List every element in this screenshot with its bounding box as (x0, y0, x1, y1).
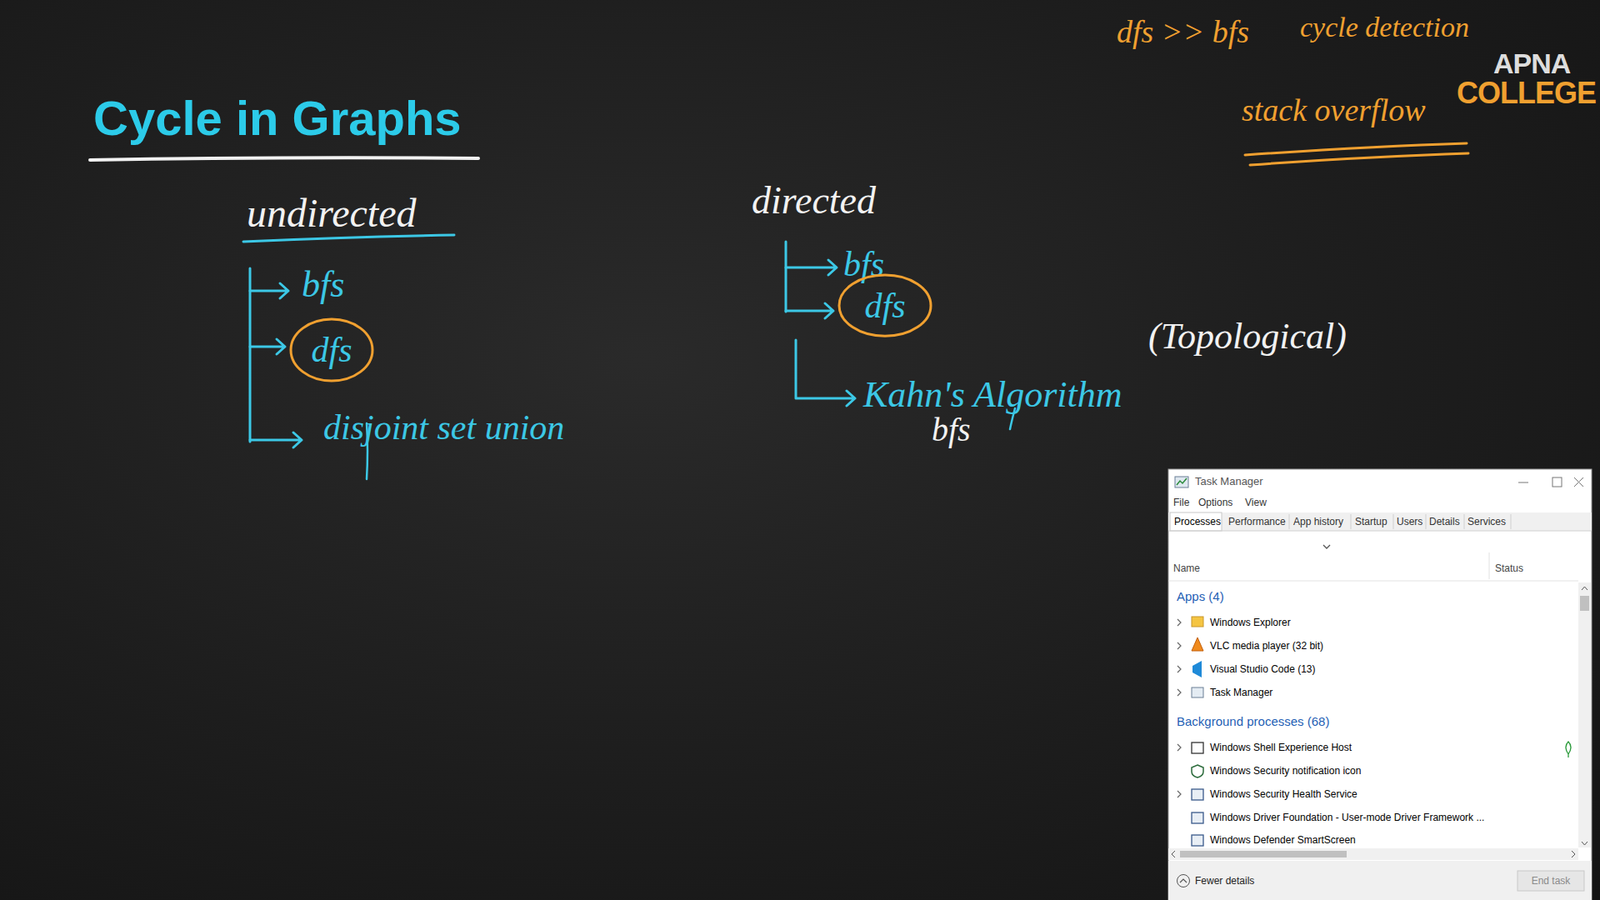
method-note: (Topological) (1148, 316, 1347, 357)
tab: App history (1293, 515, 1344, 528)
circled-term: dfs (288, 316, 375, 384)
tab: Processes (1174, 515, 1221, 528)
window-title: Task Manager (1195, 475, 1264, 489)
tab: Details (1429, 515, 1460, 528)
column-header: Status (1495, 562, 1524, 575)
process-row: Windows Security notification icon (1210, 765, 1361, 777)
menu-item: View (1245, 496, 1267, 509)
page-title: Cycle in Graphs (93, 91, 462, 145)
tab: Performance (1228, 515, 1286, 528)
note-underline (1245, 143, 1467, 155)
process-row: VLC media player (32 bit) (1210, 640, 1324, 652)
process-row: Windows Security Health Service (1210, 788, 1358, 800)
title-underline (90, 157, 479, 160)
method-item: Kahn's Algorithm (863, 375, 1123, 415)
group-heading: Apps (4) (1176, 589, 1225, 605)
side-note: cycle detection (1300, 11, 1470, 43)
category-heading: undirected (246, 191, 416, 236)
menu-item: File (1173, 496, 1190, 509)
side-note: dfs >> bfs (1116, 15, 1250, 50)
process-row: Visual Studio Code (13) (1210, 663, 1316, 675)
process-row: Task Manager (1210, 686, 1273, 699)
method-note: bfs (931, 411, 971, 449)
footer-link: Fewer details (1195, 875, 1255, 887)
tab: Services (1467, 515, 1506, 528)
process-row: Windows Driver Foundation - User-mode Dr… (1210, 811, 1485, 824)
heading-underline (243, 235, 455, 242)
logo-text: APNA (1493, 48, 1570, 80)
note-underline (1250, 153, 1469, 165)
column-header: Name (1173, 562, 1200, 575)
method-item: disjoint set union (323, 408, 565, 447)
logo-text: COLLEGE (1456, 76, 1596, 110)
process-row: Windows Defender SmartScreen (1210, 834, 1356, 846)
category-heading: directed (751, 180, 876, 223)
app-window: Task ManagerFileOptionsViewProcessesPerf… (1168, 469, 1592, 900)
process-row: Windows Explorer (1210, 616, 1291, 629)
process-row: Windows Shell Experience Host (1210, 741, 1352, 754)
group-heading: Background processes (68) (1176, 714, 1330, 730)
tab: Users (1396, 515, 1423, 528)
menu-item: Options (1198, 496, 1233, 509)
button-label: End task (1531, 875, 1571, 887)
side-note: stack overflow (1241, 93, 1426, 129)
tab: Startup (1355, 515, 1388, 528)
method-item: bfs (301, 265, 345, 305)
circled-text: dfs (864, 286, 905, 325)
circled-text: dfs (310, 330, 352, 370)
circled-term: dfs (836, 272, 934, 339)
